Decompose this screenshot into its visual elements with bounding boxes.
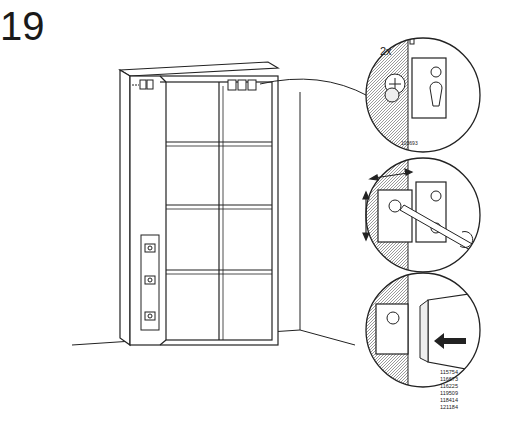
shelf-edges — [166, 86, 272, 340]
spirit-level — [141, 235, 159, 330]
callout-leader — [260, 79, 368, 96]
article-number: 116225 — [440, 384, 458, 390]
article-number: 115754 — [440, 370, 458, 376]
step-number: 19 — [0, 6, 45, 46]
article-number: 121184 — [440, 405, 458, 411]
quantity-label: 2x — [380, 46, 392, 57]
shelf-unit — [120, 62, 278, 345]
detail-view — [360, 35, 490, 155]
article-number: 118414 — [440, 398, 458, 404]
article-number: 116673 — [440, 377, 458, 383]
wall-bracket — [132, 80, 256, 90]
part-number: 103693 — [401, 141, 418, 146]
article-number: 119509 — [440, 391, 458, 397]
detail-view — [360, 270, 490, 390]
adjust-arrows — [363, 169, 412, 240]
detail-view — [360, 155, 490, 275]
